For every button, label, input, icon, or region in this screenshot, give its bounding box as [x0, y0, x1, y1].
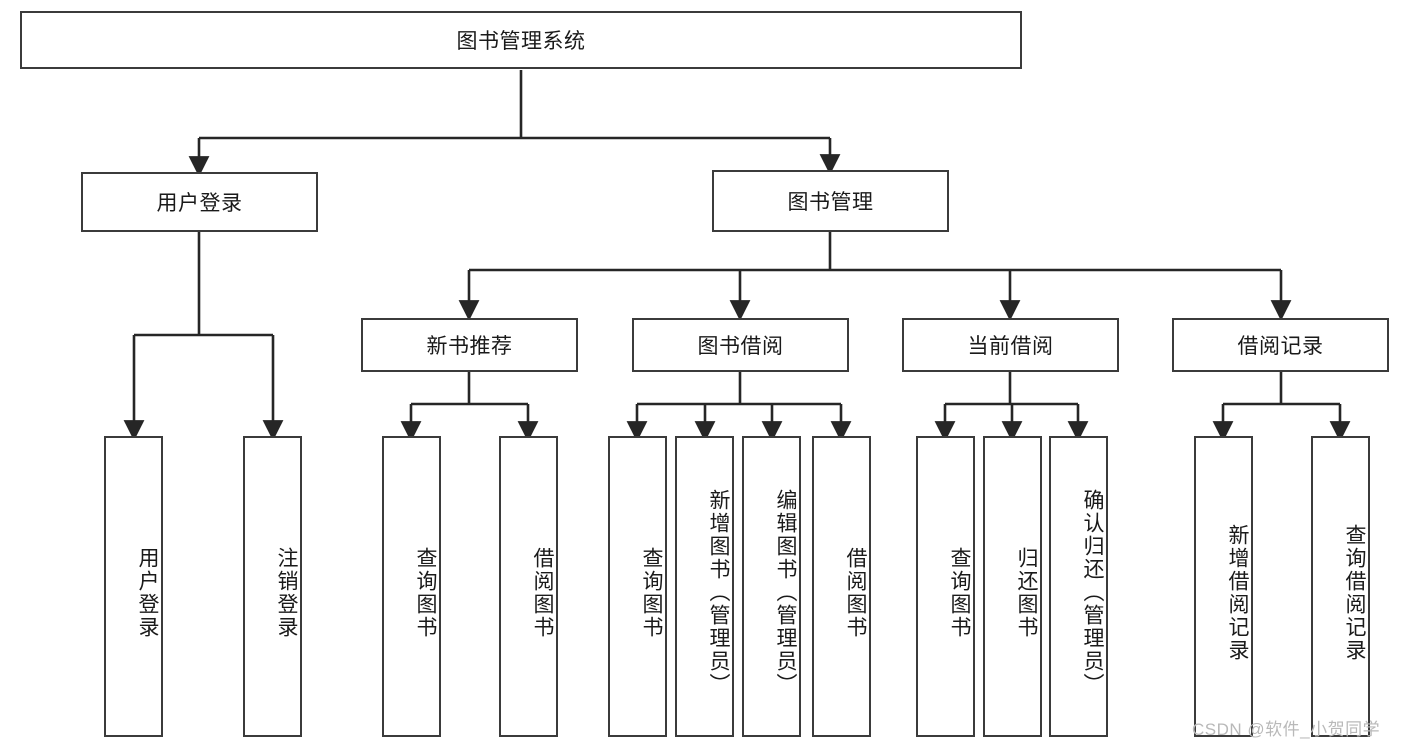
- csdn-watermark: CSDN @软件_小贺同学: [1192, 720, 1381, 739]
- node-root-label: 图书管理系统: [456, 30, 586, 53]
- leaf-book-borrow-1[interactable]: 查询图书: [608, 436, 667, 737]
- leaf-borrow-record-2-label: 查询借阅记录: [1343, 523, 1366, 662]
- leaf-book-borrow-2[interactable]: 新增图书（管理员）: [675, 436, 734, 737]
- leaf-new-book-1-label: 查询图书: [414, 546, 437, 639]
- leaf-borrow-record-1-label: 新增借阅记录: [1226, 523, 1249, 662]
- leaf-user-login-1-label: 用户登录: [136, 546, 159, 639]
- leaf-current-borrow-3[interactable]: 确认归还（管理员）: [1049, 436, 1108, 737]
- leaf-current-borrow-2-label: 归还图书: [1015, 546, 1038, 639]
- leaf-book-borrow-4-label: 借阅图书: [844, 546, 867, 639]
- leaf-book-borrow-1-label: 查询图书: [640, 546, 663, 639]
- node-book-manage[interactable]: 图书管理: [712, 170, 949, 232]
- leaf-borrow-record-2[interactable]: 查询借阅记录: [1311, 436, 1370, 737]
- leaf-book-borrow-3[interactable]: 编辑图书（管理员）: [742, 436, 801, 737]
- node-new-book-recommend[interactable]: 新书推荐: [361, 318, 578, 372]
- leaf-current-borrow-1[interactable]: 查询图书: [916, 436, 975, 737]
- node-borrow-record-label: 借阅记录: [1237, 335, 1324, 358]
- node-borrow-record[interactable]: 借阅记录: [1172, 318, 1389, 372]
- leaf-current-borrow-2[interactable]: 归还图书: [983, 436, 1042, 737]
- leaf-new-book-2-label: 借阅图书: [531, 546, 554, 639]
- leaf-current-borrow-1-label: 查询图书: [948, 546, 971, 639]
- node-current-borrow-label: 当前借阅: [967, 335, 1054, 358]
- node-new-book-recommend-label: 新书推荐: [426, 335, 513, 358]
- leaf-new-book-1[interactable]: 查询图书: [382, 436, 441, 737]
- leaf-book-borrow-2-label: 新增图书（管理员）: [707, 489, 730, 696]
- node-root[interactable]: 图书管理系统: [20, 11, 1022, 69]
- leaf-book-borrow-3-label: 编辑图书（管理员）: [774, 489, 797, 696]
- node-user-login[interactable]: 用户登录: [81, 172, 318, 232]
- node-current-borrow[interactable]: 当前借阅: [902, 318, 1119, 372]
- leaf-book-borrow-4[interactable]: 借阅图书: [812, 436, 871, 737]
- leaf-current-borrow-3-label: 确认归还（管理员）: [1081, 489, 1104, 696]
- node-user-login-label: 用户登录: [156, 192, 243, 215]
- leaf-new-book-2[interactable]: 借阅图书: [499, 436, 558, 737]
- leaf-borrow-record-1[interactable]: 新增借阅记录: [1194, 436, 1253, 737]
- leaf-user-login-2[interactable]: 注销登录: [243, 436, 302, 737]
- node-book-manage-label: 图书管理: [787, 191, 874, 214]
- node-book-borrow-label: 图书借阅: [697, 335, 784, 358]
- leaf-user-login-2-label: 注销登录: [275, 546, 298, 639]
- node-book-borrow[interactable]: 图书借阅: [632, 318, 849, 372]
- leaf-user-login-1[interactable]: 用户登录: [104, 436, 163, 737]
